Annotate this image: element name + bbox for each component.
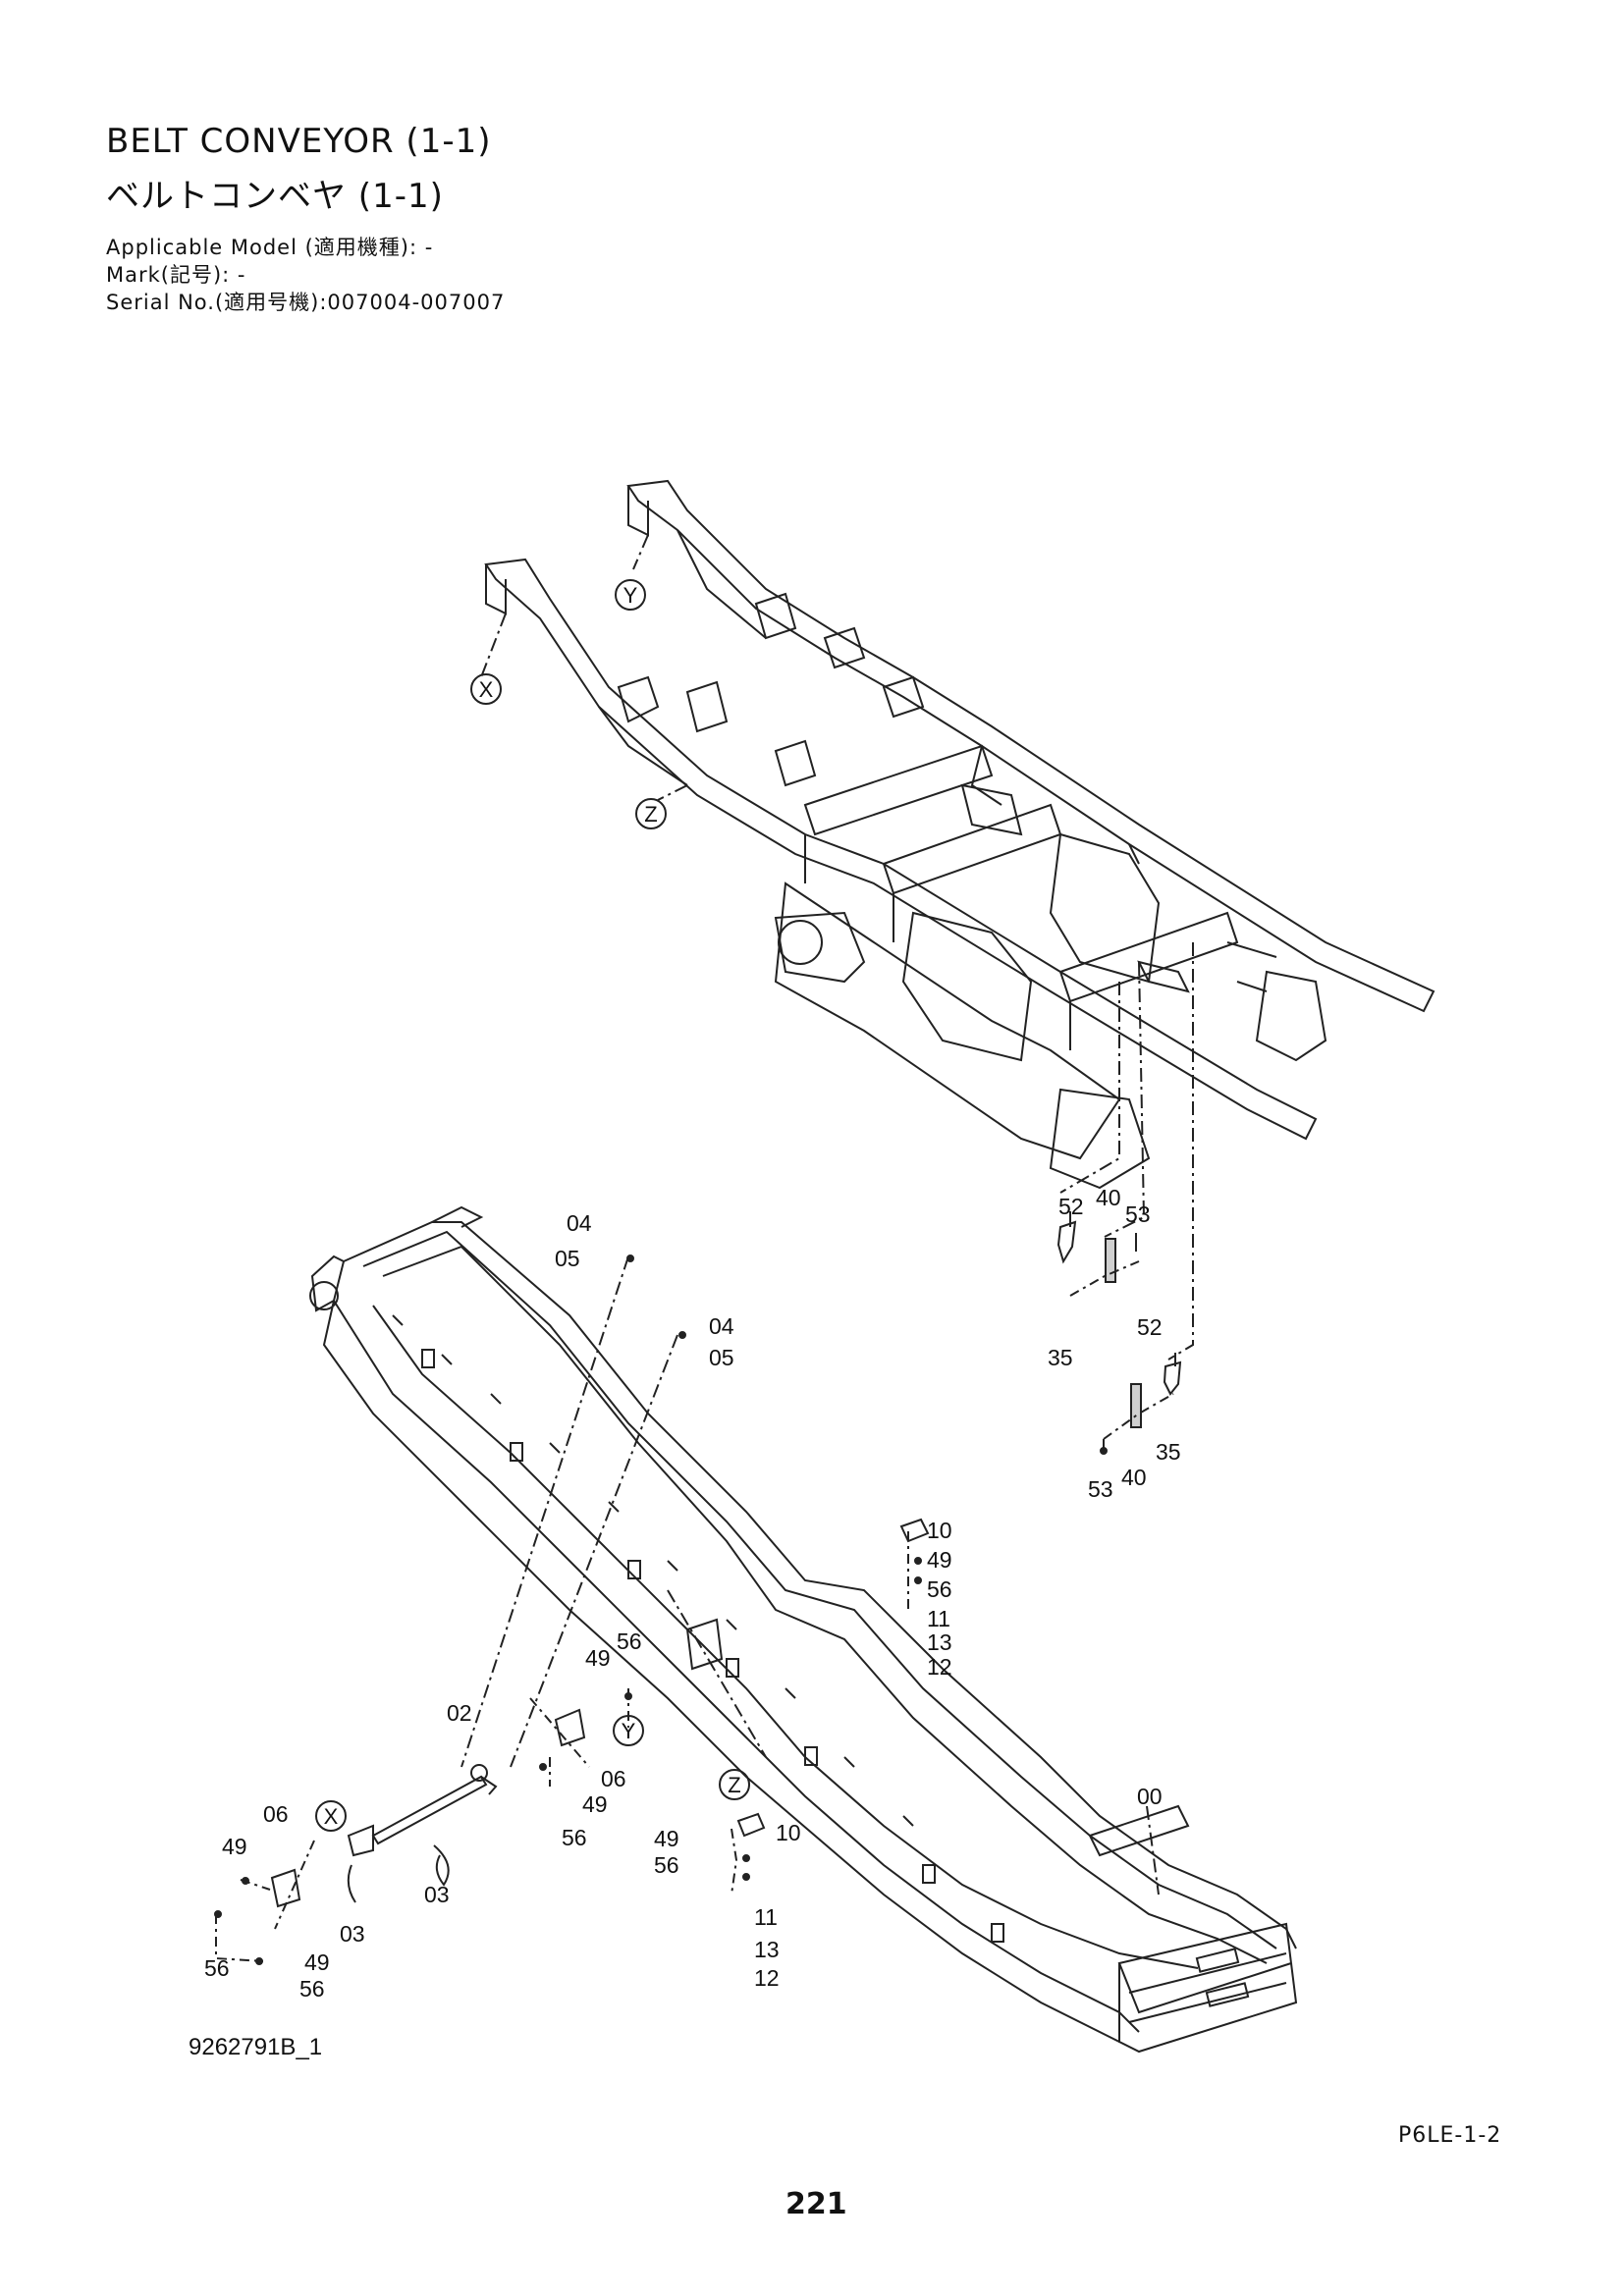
reference-circle-z-lower: Z [719,1769,750,1800]
callout-05a: 05 [555,1246,580,1271]
callout-06b: 06 [601,1766,626,1791]
callout-49f: 49 [304,1949,330,1975]
callout-53a: 53 [1125,1201,1151,1227]
callout-11b: 11 [754,1904,778,1930]
callout-40b: 40 [1121,1465,1147,1490]
callout-00: 00 [1137,1784,1163,1809]
drawing-code: 9262791B_1 [189,2034,323,2060]
callout-52b: 52 [1137,1314,1163,1340]
callout-56b: 56 [654,1852,679,1878]
svg-text:Y: Y [622,1719,636,1743]
svg-text:X: X [324,1804,339,1829]
svg-text:Z: Z [644,802,657,827]
callout-labels: 04 05 04 05 52 40 53 35 52 35 53 40 10 4… [204,1185,1181,2002]
page-number: 221 [785,2187,847,2221]
callout-13b: 13 [754,1937,780,1962]
callout-10a: 10 [927,1518,952,1543]
svg-text:X: X [479,677,494,702]
callout-02: 02 [447,1700,472,1726]
callout-35b: 35 [1156,1439,1181,1465]
applicable-model: Applicable Model (適用機種): - [106,236,434,259]
callout-13a: 13 [927,1629,952,1655]
hardware-group-right [1056,1211,1182,1453]
sheet-code: P6LE-1-2 [1398,2123,1502,2148]
belt-conveyor-body [309,1205,1298,2054]
reference-circle-x-lower: X [315,1800,347,1832]
svg-text:Z: Z [728,1773,740,1797]
callout-11a: 11 [927,1606,950,1631]
mark-field: Mark(記号): - [106,263,246,287]
callout-05b: 05 [709,1345,734,1370]
callout-03a: 03 [340,1921,365,1947]
serial-number: Serial No.(適用号機):007004-007007 [106,291,506,314]
callout-04a: 04 [567,1210,592,1236]
reference-circle-x-top: X [470,673,502,705]
callout-53b: 53 [1088,1476,1113,1502]
strut-parts [214,1255,1108,1965]
callout-56f: 56 [299,1976,325,2002]
title-english: BELT CONVEYOR (1-1) [106,122,492,161]
callout-40a: 40 [1096,1185,1121,1210]
callout-49e: 49 [222,1834,247,1859]
callout-06a: 06 [263,1801,289,1827]
callout-52a: 52 [1058,1194,1084,1219]
callout-49b: 49 [654,1826,679,1851]
callout-03b: 03 [424,1882,450,1907]
title-japanese: ベルトコンベヤ (1-1) [106,177,444,216]
callout-56a: 56 [927,1576,952,1602]
callout-49a: 49 [927,1547,952,1573]
reference-circle-z-top: Z [635,798,667,829]
callout-35a: 35 [1048,1345,1073,1370]
callout-10b: 10 [776,1820,801,1845]
callout-12b: 12 [754,1965,780,1991]
callout-49c: 49 [585,1645,611,1671]
callout-04b: 04 [709,1313,734,1339]
reference-circle-y-lower: Y [613,1715,644,1746]
callout-12a: 12 [927,1654,952,1680]
callout-56e: 56 [204,1955,230,1981]
callout-49d: 49 [582,1791,608,1817]
svg-text:Y: Y [623,583,638,608]
reference-circle-y-top: Y [615,579,646,611]
callout-56c: 56 [617,1629,642,1654]
callout-56d: 56 [562,1825,587,1850]
frame-assembly [480,479,1435,1361]
